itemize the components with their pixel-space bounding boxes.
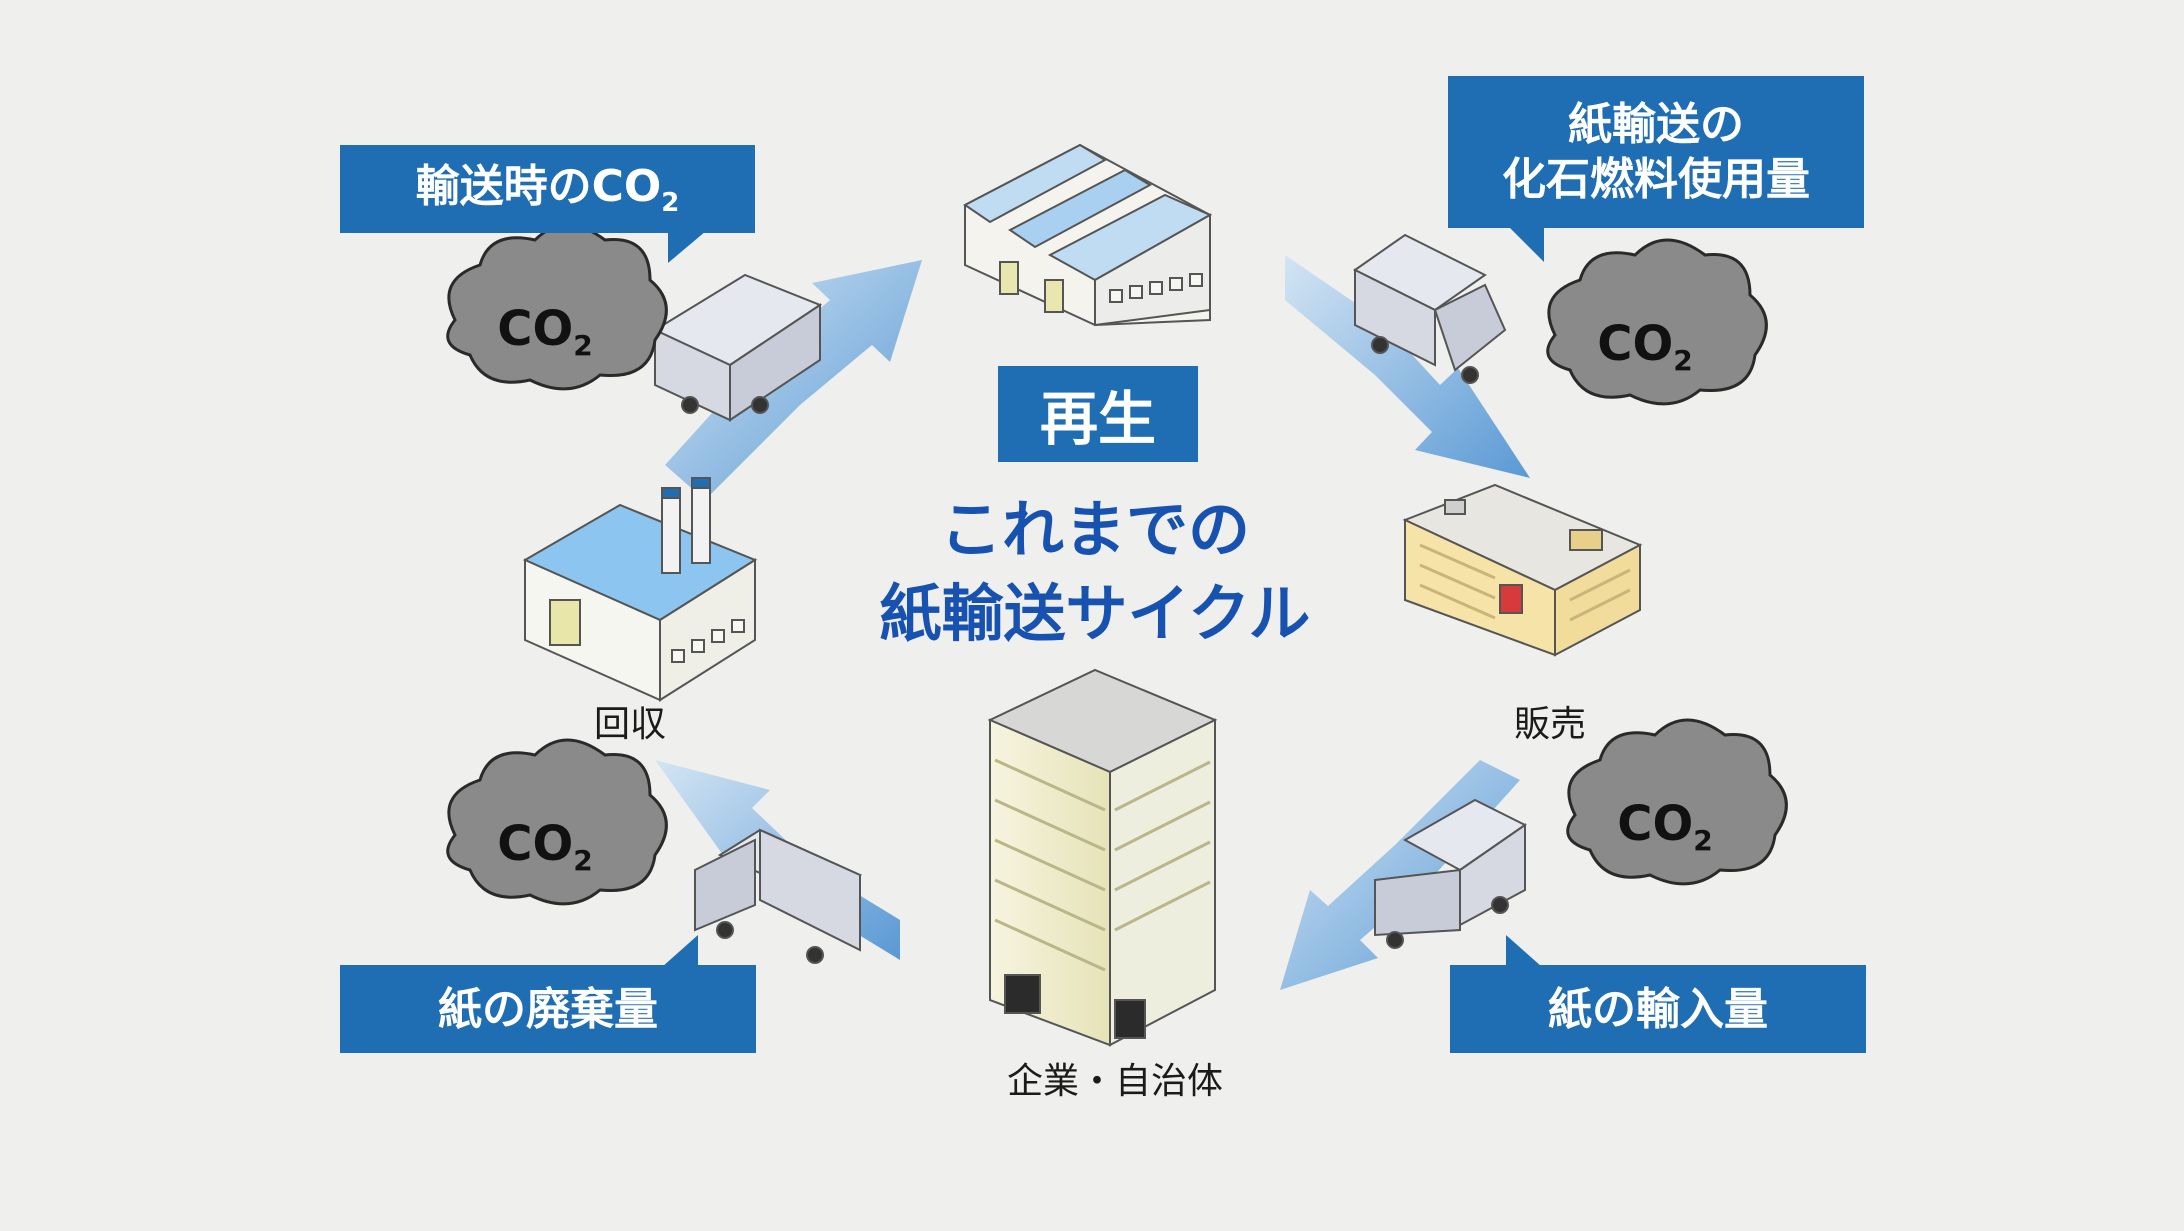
callout-paper-import: 紙の輸入量 — [1450, 935, 1866, 1053]
callout-tail — [1506, 935, 1542, 967]
co2-subscript: 2 — [1693, 824, 1712, 857]
truck-bottom-left — [694, 828, 863, 964]
callout-fossil-fuel-line1: 紙輸送の — [1568, 99, 1744, 150]
caption-enterprise: 企業・自治体 — [1006, 1061, 1223, 1102]
callout-tail — [668, 231, 706, 263]
cycle-title-line2: 紙輸送サイクル — [879, 577, 1311, 650]
warehouse-illustration — [963, 143, 1213, 327]
callout-paper-waste: 紙の廃棄量 — [340, 935, 756, 1053]
caption-sales: 販売 — [1513, 704, 1586, 745]
co2-subscript: 2 — [1673, 344, 1692, 377]
co2-subscript: 2 — [573, 329, 592, 362]
callout-tail — [1508, 226, 1544, 262]
co2-cloud-bottom-right: CO2 — [1566, 718, 1788, 886]
co2-cloud-top-right: CO2 — [1546, 238, 1768, 406]
cycle-title: これまでの 紙輸送サイクル — [840, 488, 1350, 656]
truck-top-right — [1353, 233, 1507, 384]
sales-store-illustration — [1402, 483, 1643, 657]
truck-top-left — [652, 273, 823, 422]
recycle-factory-illustration — [522, 477, 758, 702]
callout-fossil-fuel-line2: 化石燃料使用量 — [1502, 154, 1810, 205]
callout-transport-co2: 輸送時のCO2 — [340, 145, 755, 263]
center-badge-text: 再生 — [1039, 385, 1156, 453]
arrow-warehouse-to-sales — [1285, 255, 1530, 478]
callout-paper-waste-text: 紙の廃棄量 — [438, 983, 658, 1035]
caption-recycle: 回収 — [593, 704, 666, 745]
cycle-title-line1: これまでの — [939, 493, 1250, 566]
callout-fossil-fuel: 紙輸送の 化石燃料使用量 — [1448, 76, 1864, 262]
co2-subscript: 2 — [573, 844, 592, 877]
truck-bottom-right — [1374, 798, 1527, 949]
callout-transport-co2-text: 輸送時のCO2 — [415, 160, 680, 218]
co2-cloud-top-left: CO2 — [446, 223, 668, 391]
center-badge: 再生 — [998, 366, 1198, 462]
callout-paper-import-text: 紙の輸入量 — [1548, 983, 1768, 1035]
office-building-illustration — [987, 668, 1218, 1047]
arrow-recycle-to-warehouse — [665, 260, 922, 500]
callout-tail — [662, 935, 698, 967]
co2-cloud-bottom-left: CO2 — [446, 738, 668, 906]
